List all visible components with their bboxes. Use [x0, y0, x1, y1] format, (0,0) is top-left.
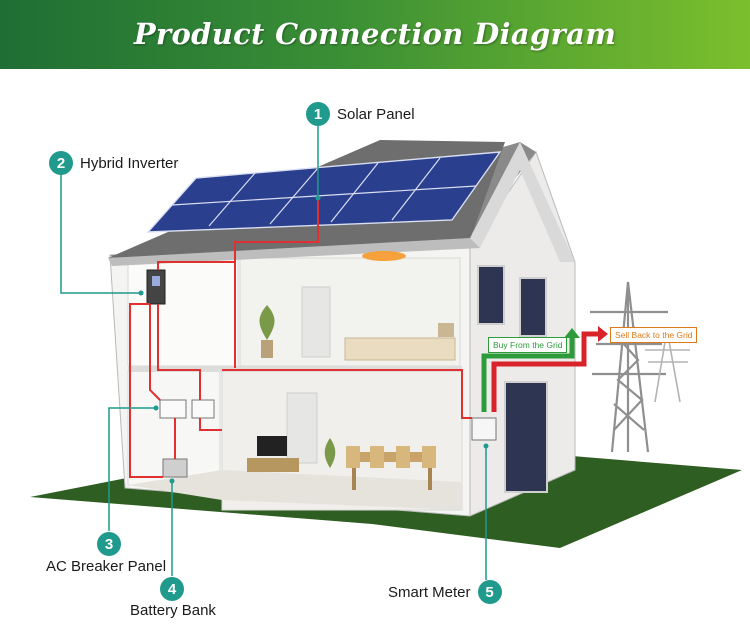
plant-pot-upper: [261, 340, 273, 358]
sell-arrow: [491, 331, 600, 412]
roof-gable: [470, 142, 575, 262]
title-banner: Product Connection Diagram: [0, 0, 750, 69]
callout-smart-meter: Smart Meter 5: [388, 579, 502, 605]
house-diagram: [30, 126, 742, 580]
callout-ac-breaker-label: AC Breaker Panel: [45, 558, 167, 575]
side-window-right: [519, 277, 547, 337]
callout-solar-panel: 1 Solar Panel: [306, 101, 415, 127]
buy-from-grid-tag: Buy From the Grid: [488, 337, 568, 353]
wiring: [129, 198, 472, 478]
plant-lower: [324, 438, 336, 468]
floor-lower: [128, 470, 462, 510]
meter-box: [471, 417, 497, 441]
sell-back-to-grid-tag: Sell Back to the Grid: [610, 327, 698, 343]
badge-number: 2: [49, 151, 73, 175]
living-door: [286, 392, 318, 464]
inverter-unit: [146, 269, 166, 305]
leader-lines: [60, 126, 487, 580]
callout-battery-label: Battery Bank: [130, 602, 216, 619]
side-window-left: [477, 265, 505, 325]
tv: [257, 436, 287, 456]
bed: [344, 337, 456, 361]
ceiling-lamp: [362, 251, 406, 261]
callout-ac-breaker-badge: 3: [97, 531, 121, 557]
callout-label: Smart Meter: [388, 583, 471, 601]
room-upper-left: [127, 257, 239, 367]
page-title: Product Connection Diagram: [133, 17, 617, 51]
roof-eave: [108, 238, 480, 266]
breaker-box-2: [191, 399, 215, 419]
upstairs-door: [301, 286, 331, 358]
callout-label: Hybrid Inverter: [80, 154, 179, 172]
tv-stand: [247, 458, 299, 472]
badge-number: 1: [306, 102, 330, 126]
callout-battery-badge: 4: [160, 576, 184, 602]
side-door: [504, 381, 548, 493]
badge-number: 4: [160, 577, 184, 601]
badge-number: 3: [97, 532, 121, 556]
battery-box: [162, 458, 188, 478]
breaker-box: [159, 399, 187, 419]
callout-label: Solar Panel: [337, 105, 415, 123]
badge-number: 5: [477, 580, 502, 604]
callout-hybrid-inverter: 2 Hybrid Inverter: [49, 150, 178, 176]
dining-table: [348, 452, 434, 462]
transmission-tower-large: [590, 281, 668, 453]
solar-panel-array: [146, 151, 502, 233]
buy-arrow: [481, 336, 575, 412]
